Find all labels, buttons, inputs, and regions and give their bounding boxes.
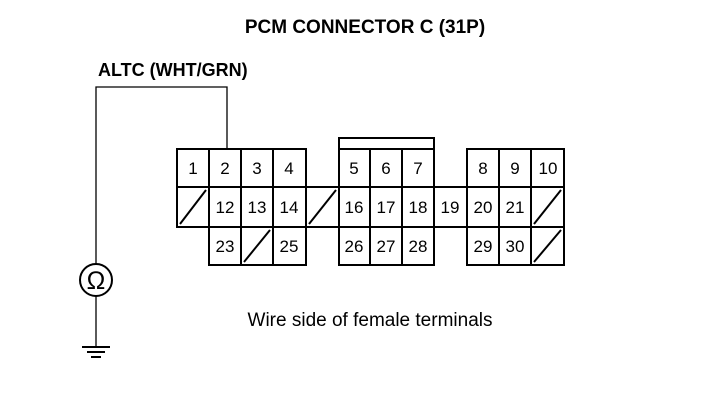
terminal-1: 1 [188, 159, 197, 178]
terminal-20: 20 [474, 198, 493, 217]
terminal-row-3: 23 25 26 27 28 29 30 [216, 237, 525, 256]
terminal-6: 6 [381, 159, 390, 178]
cell-grid [177, 149, 564, 265]
terminal-21: 21 [506, 198, 525, 217]
terminal-13: 13 [248, 198, 267, 217]
caption: Wire side of female terminals [248, 310, 493, 331]
terminal-row-2: 12 13 14 16 17 18 19 20 21 [216, 198, 525, 217]
terminal-25: 25 [280, 237, 299, 256]
terminal-28: 28 [409, 237, 428, 256]
terminal-4: 4 [284, 159, 293, 178]
terminal-3: 3 [252, 159, 261, 178]
terminal-19: 19 [441, 198, 460, 217]
terminal-23: 23 [216, 237, 235, 256]
terminal-10: 10 [539, 159, 558, 178]
connector-title: PCM CONNECTOR C (31P) [245, 17, 485, 38]
terminal-29: 29 [474, 237, 493, 256]
terminal-30: 30 [506, 237, 525, 256]
ground-icon [82, 346, 110, 358]
terminal-27: 27 [377, 237, 396, 256]
terminal-row-1: 1 2 3 4 5 6 7 8 9 10 [188, 159, 557, 178]
blank-cell-marks [179, 189, 562, 263]
terminal-18: 18 [409, 198, 428, 217]
terminal-2: 2 [220, 159, 229, 178]
terminal-8: 8 [478, 159, 487, 178]
terminal-12: 12 [216, 198, 235, 217]
probe-wire [95, 86, 228, 264]
terminal-7: 7 [413, 159, 422, 178]
terminal-17: 17 [377, 198, 396, 217]
terminal-5: 5 [349, 159, 358, 178]
ohmmeter-icon: Ω [79, 263, 113, 297]
terminal-16: 16 [345, 198, 364, 217]
ohm-symbol: Ω [87, 267, 106, 295]
terminal-26: 26 [345, 237, 364, 256]
terminal-9: 9 [510, 159, 519, 178]
terminal-14: 14 [280, 198, 299, 217]
wire-label: ALTC (WHT/GRN) [98, 60, 248, 80]
